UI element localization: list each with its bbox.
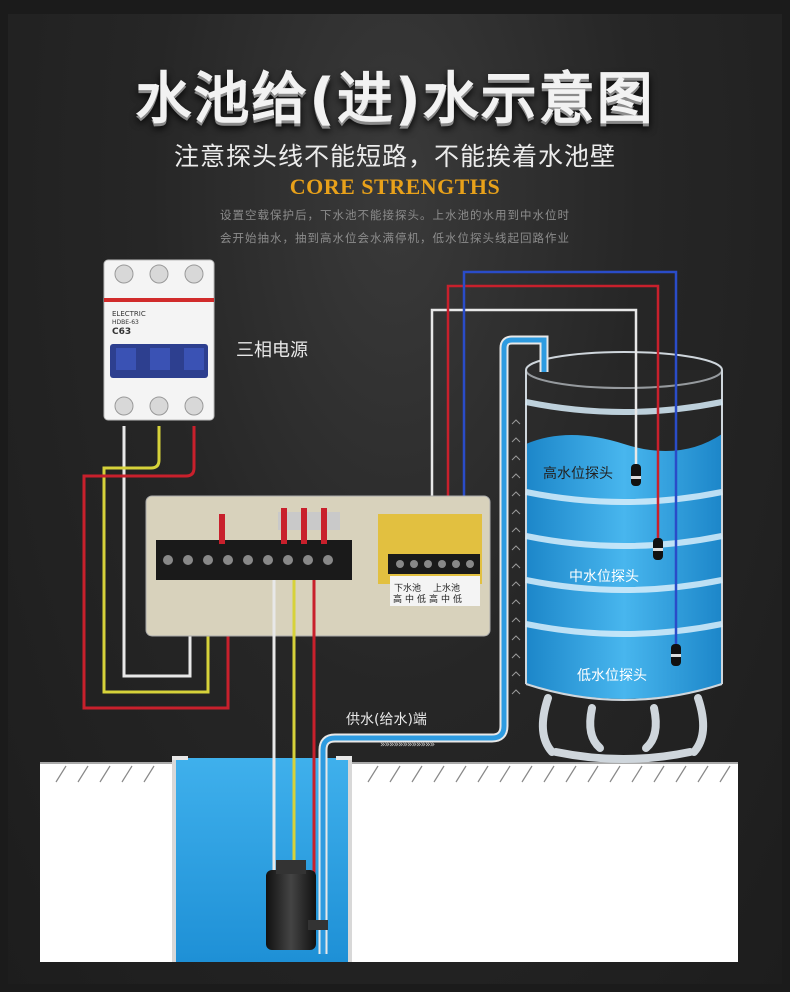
high-probe-label: 高水位探头 (543, 466, 613, 482)
core-heading: CORE STRENGTHS (289, 174, 501, 199)
terminal-row-label: 高中低高中低 (393, 595, 466, 605)
breaker-brand: ELECTRIC (112, 310, 146, 318)
upper-water-tank (525, 351, 723, 763)
flow-arrows: »»»»»»»»»»»» (380, 740, 435, 750)
supply-label: 供水(给水)端 (346, 712, 427, 728)
probe-high (631, 464, 641, 486)
breaker-rating: C63 (112, 327, 132, 337)
low-probe-label: 低水位探头 (577, 668, 647, 684)
wiring-diagram (40, 259, 738, 962)
control-box (145, 495, 491, 637)
description-line-1: 设置空载保护后，下水池不能接探头。上水池的水用到中水位时 (220, 208, 570, 222)
breaker-model: HDBE-63 (112, 319, 139, 326)
ground (40, 756, 738, 962)
lower-pool-terminal-label: 下水池 (394, 584, 422, 594)
probe-low (671, 644, 681, 666)
upper-pool-terminal-label: 上水池 (433, 584, 461, 594)
submersible-pump (266, 860, 328, 950)
page-title: 水池给(进)水示意图 (135, 67, 655, 132)
probe-wires (430, 270, 678, 646)
mid-probe-label: 中水位探头 (569, 569, 639, 585)
diagram-stage: 水池给(进)水示意图 注意探头线不能短路，不能挨着水池壁 CORE STRENG… (8, 14, 782, 984)
probe-mid (653, 538, 663, 560)
description-line-2: 会开始抽水，抽到高水位会水满停机，低水位探头线起回路作业 (220, 231, 570, 245)
page-subtitle: 注意探头线不能短路，不能挨着水池壁 (173, 142, 616, 171)
power-label: 三相电源 (236, 340, 308, 361)
circuit-breaker (103, 259, 215, 421)
supply-pipe (318, 335, 549, 954)
pump-wires (272, 580, 316, 876)
